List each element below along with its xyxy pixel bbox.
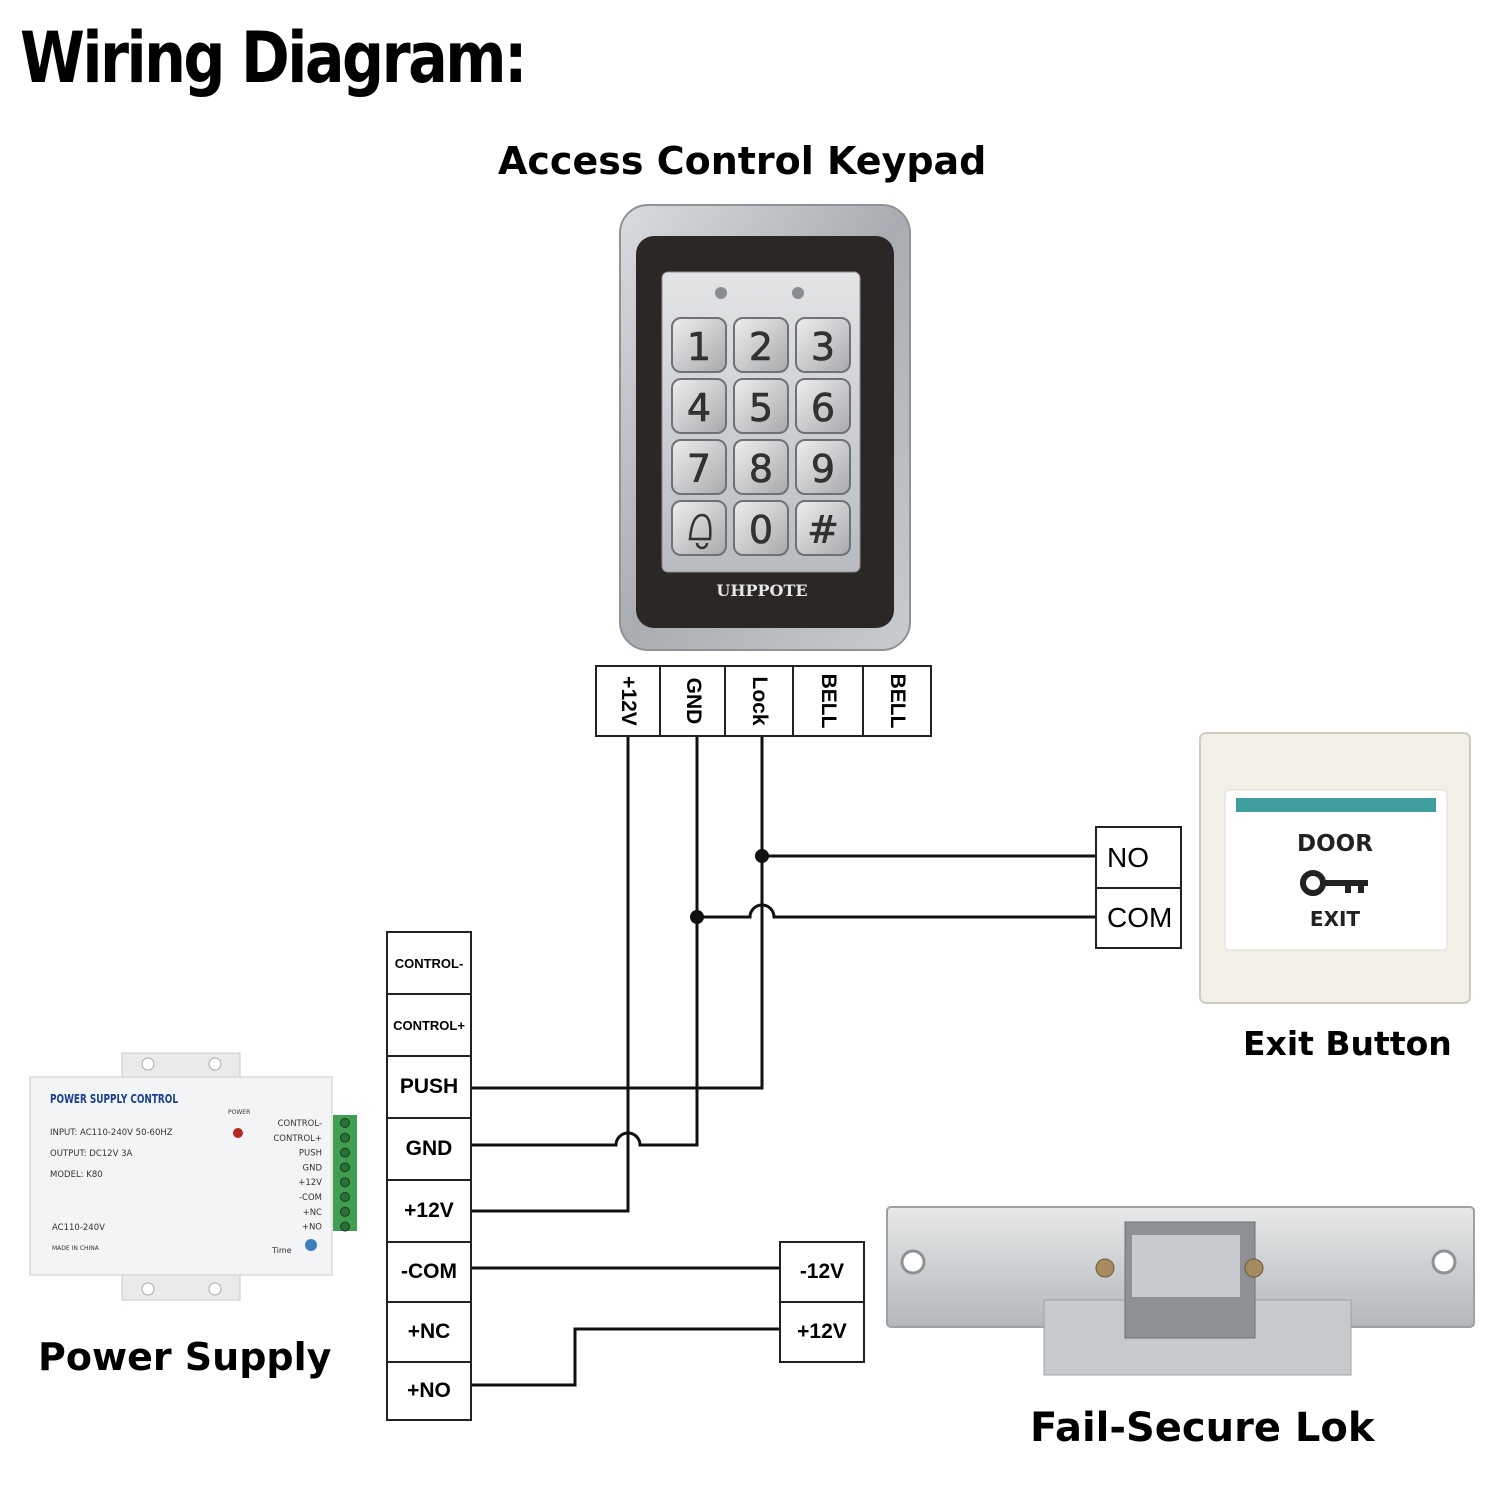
psu-terminal-com: -COM [386, 1241, 472, 1303]
keypad-key: 2 [733, 317, 789, 373]
svg-text:OUTPUT: DC12V 3A: OUTPUT: DC12V 3A [50, 1149, 132, 1159]
svg-text:MADE IN CHINA: MADE IN CHINA [52, 1245, 100, 1252]
psu-device-terminal-label: CONTROL+ [273, 1134, 322, 1144]
psu-device-terminal-label: +NC [303, 1208, 322, 1218]
keypad-key: 8 [733, 439, 789, 495]
power-supply-device: POWER SUPPLY CONTROL POWER INPUT: AC110-… [29, 1052, 357, 1301]
psu-terminal-push: PUSH [386, 1055, 472, 1119]
keypad-terminal-lock: Lock [724, 665, 794, 737]
keypad-key: 4 [671, 378, 727, 434]
wire-keypad-12v [472, 737, 630, 1213]
svg-text:6: 6 [811, 386, 835, 430]
psu-device-terminal-label: -COM [299, 1193, 322, 1203]
psu-terminal-control-plus: CONTROL+ [386, 993, 472, 1057]
psu-terminal-screw [340, 1147, 350, 1158]
wire-keypad-lock [472, 737, 764, 1090]
psu-terminal-no: +NO [386, 1361, 472, 1421]
psu-device-terminal-label: PUSH [299, 1149, 322, 1159]
svg-text:8: 8 [749, 447, 773, 491]
svg-text:AC110-240V: AC110-240V [52, 1223, 105, 1233]
keypad-key: 0 [733, 500, 789, 556]
svg-text:#: # [807, 508, 839, 552]
psu-terminal-screw [340, 1162, 350, 1173]
junction-gnd [690, 910, 704, 924]
keypad-key: 6 [795, 378, 851, 434]
svg-text:Time: Time [271, 1246, 292, 1255]
lock-caption: Fail-Secure Lok [1030, 1405, 1375, 1451]
keypad-key: # [795, 500, 851, 556]
svg-text:1: 1 [687, 325, 711, 369]
psu-terminal-12v: +12V [386, 1179, 472, 1243]
bell-icon [688, 513, 712, 550]
psu-device-terminal-label: +NO [302, 1223, 322, 1233]
svg-text:POWER: POWER [228, 1109, 250, 1116]
svg-text:7: 7 [687, 447, 711, 491]
psu-terminal-screw [340, 1192, 350, 1202]
keypad-key [671, 500, 727, 556]
psu-terminal-control-minus: CONTROL- [386, 931, 472, 995]
exit-face-exit: EXIT [1310, 907, 1361, 931]
svg-text:9: 9 [811, 447, 835, 491]
keypad-brand: UHPPOTE [716, 581, 807, 600]
keypad-key: 1 [671, 317, 727, 373]
exit-button-caption: Exit Button [1243, 1024, 1452, 1063]
svg-text:0: 0 [749, 508, 773, 552]
keypad-caption: Access Control Keypad [498, 139, 987, 183]
psu-terminal-screw [340, 1177, 350, 1188]
exit-terminal-com: COM [1095, 887, 1182, 949]
svg-text:INPUT: AC110-240V 50-60HZ: INPUT: AC110-240V 50-60HZ [50, 1128, 173, 1138]
svg-text:3: 3 [811, 325, 835, 369]
psu-device-terminal-label: GND [303, 1163, 323, 1173]
wires [472, 737, 1095, 1387]
exit-face-door: DOOR [1297, 831, 1373, 857]
key-icon [1300, 870, 1368, 896]
svg-text:MODEL: K80: MODEL: K80 [50, 1170, 103, 1180]
svg-text:POWER SUPPLY CONTROL: POWER SUPPLY CONTROL [50, 1092, 178, 1106]
exit-terminal-no: NO [1095, 826, 1182, 889]
psu-terminal-nc: +NC [386, 1301, 472, 1363]
keypad-key: 7 [671, 439, 727, 495]
power-supply-caption: Power Supply [38, 1335, 332, 1379]
psu-terminal-gnd: GND [386, 1117, 472, 1181]
svg-text:2: 2 [749, 325, 773, 369]
wire-keypad-gnd [472, 737, 699, 1147]
svg-text:4: 4 [687, 386, 711, 430]
psu-terminal-screw [340, 1132, 350, 1143]
wire-exit-com [697, 903, 1095, 919]
lock-terminal-minus-12v: -12V [779, 1241, 865, 1303]
exit-button-device: DOOR EXIT [1199, 732, 1471, 1004]
psu-device-terminal-label: CONTROL- [278, 1119, 322, 1129]
keypad-key: 5 [733, 378, 789, 434]
psu-terminal-screw [340, 1221, 350, 1232]
page-title: Wiring Diagram: [20, 17, 528, 99]
lock-terminal-plus-12v: +12V [779, 1301, 865, 1363]
keypad-terminal-bell-2: BELL [862, 665, 932, 737]
wire-no-lock [472, 1327, 779, 1387]
keypad-key: 9 [795, 439, 851, 495]
junction-lock [755, 849, 769, 863]
psu-terminal-screw [340, 1118, 350, 1128]
keypad-terminal-12v: +12V [595, 665, 661, 737]
keypad-terminal-gnd: GND [659, 665, 726, 737]
svg-text:5: 5 [749, 386, 773, 430]
keypad-terminal-bell-1: BELL [792, 665, 864, 737]
keypad-key: 3 [795, 317, 851, 373]
lock-device [886, 1206, 1475, 1376]
psu-device-terminal-label: +12V [298, 1178, 322, 1188]
psu-terminal-screw [340, 1206, 350, 1217]
